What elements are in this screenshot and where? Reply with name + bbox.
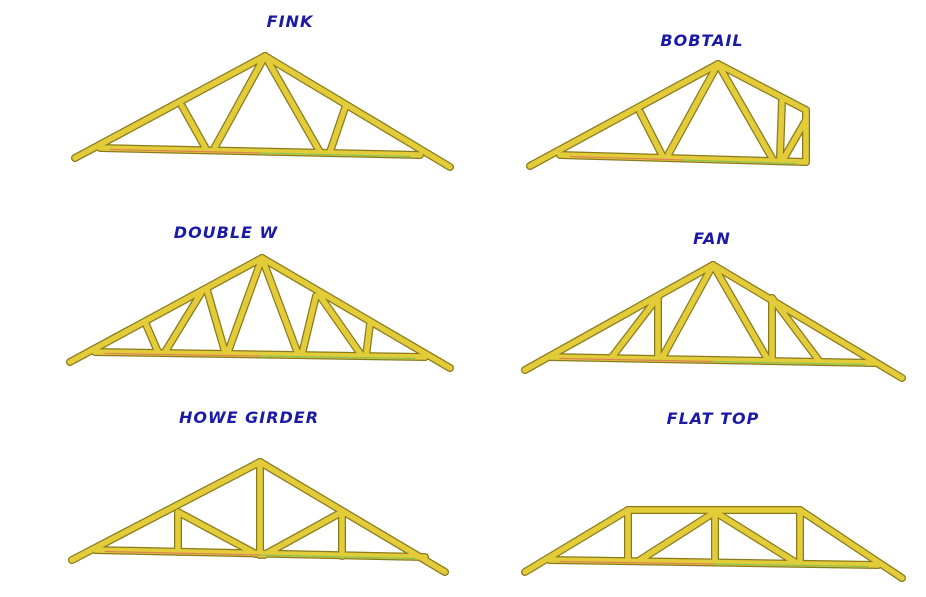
truss-flat-top-member-7 xyxy=(712,509,798,565)
truss-howe-girder-member-1 xyxy=(257,459,448,575)
truss-fan-member-0 xyxy=(522,262,716,373)
truss-flat-top-chord-accent-a xyxy=(559,560,715,565)
truss-fink-member-4 xyxy=(212,53,268,150)
truss-howe-girder-chord-accent-b xyxy=(259,554,416,560)
truss-flat-top-member-2 xyxy=(797,507,905,581)
truss-flat-top-member-5 xyxy=(637,509,718,563)
truss-fink-member-5 xyxy=(262,53,323,155)
truss-howe-girder-member-6 xyxy=(261,509,345,558)
label-double-w: DOUBLE W xyxy=(173,223,279,242)
truss-double-w-member-9 xyxy=(317,293,365,359)
truss-fan-member-6 xyxy=(710,262,771,363)
truss-bobtail-member-8 xyxy=(781,117,809,161)
truss-howe-girder-chord-accent-a xyxy=(104,550,261,556)
truss-bobtail-member-7 xyxy=(777,97,785,161)
truss-double-w-chord-accent-b xyxy=(259,355,416,360)
truss-bobtail-member-4 xyxy=(637,109,665,158)
truss-bobtail xyxy=(526,60,810,170)
truss-howe-girder-member-0 xyxy=(69,459,263,563)
truss-double-w-member-5 xyxy=(204,287,228,355)
truss-fan-member-3 xyxy=(609,294,661,360)
truss-bobtail-member-0 xyxy=(527,61,721,169)
truss-bobtail-member-1 xyxy=(715,61,809,113)
truss-fan-chord-accent-a xyxy=(559,357,714,363)
truss-fan-member-5 xyxy=(659,262,716,361)
truss-bobtail-member-3 xyxy=(557,152,809,165)
truss-double-w-member-8 xyxy=(299,293,319,357)
truss-double-w-member-3 xyxy=(142,319,161,355)
truss-double-w-member-0 xyxy=(67,255,265,365)
truss-fink-member-3 xyxy=(179,103,208,150)
truss-howe-girder-member-4 xyxy=(175,509,259,557)
label-howe-girder: HOWE GIRDER xyxy=(178,408,320,427)
truss-fink xyxy=(71,52,454,171)
truss-double-w-chord-accent-a xyxy=(104,352,261,357)
label-fink: FINK xyxy=(266,12,314,31)
truss-bobtail-chord-accent-b xyxy=(682,159,797,165)
truss-flat-top-member-0 xyxy=(522,507,631,575)
truss-double-w-member-6 xyxy=(225,255,265,355)
truss-fan-member-8 xyxy=(769,295,823,365)
truss-flat-top xyxy=(521,506,906,582)
truss-double-w-member-7 xyxy=(259,255,301,357)
label-fan: FAN xyxy=(693,229,731,248)
label-flat-top: FLAT TOP xyxy=(666,409,760,428)
truss-double-w-member-2 xyxy=(92,349,428,360)
truss-flat-top-chord-accent-b xyxy=(713,563,869,568)
truss-fink-member-0 xyxy=(72,53,268,161)
truss-bobtail-chord-accent-a xyxy=(569,155,684,161)
truss-fink-member-1 xyxy=(262,53,453,170)
truss-double-w-member-4 xyxy=(162,287,206,355)
truss-bobtail-member-6 xyxy=(715,61,775,161)
truss-fink-chord-accent-a xyxy=(109,148,261,154)
label-bobtail: BOBTAIL xyxy=(660,31,744,50)
truss-fink-member-6 xyxy=(327,105,348,155)
truss-fink-member-2 xyxy=(97,145,423,158)
truss-fink-chord-accent-b xyxy=(259,152,411,158)
truss-fan xyxy=(521,261,906,382)
truss-double-w-member-10 xyxy=(363,321,373,359)
truss-double-w-member-1 xyxy=(259,255,453,371)
truss-double-w xyxy=(66,254,454,372)
truss-howe-girder xyxy=(68,458,449,576)
truss-bobtail-member-5 xyxy=(665,61,721,158)
truss-fan-member-1 xyxy=(710,262,905,381)
truss-fan-chord-accent-b xyxy=(711,360,866,366)
